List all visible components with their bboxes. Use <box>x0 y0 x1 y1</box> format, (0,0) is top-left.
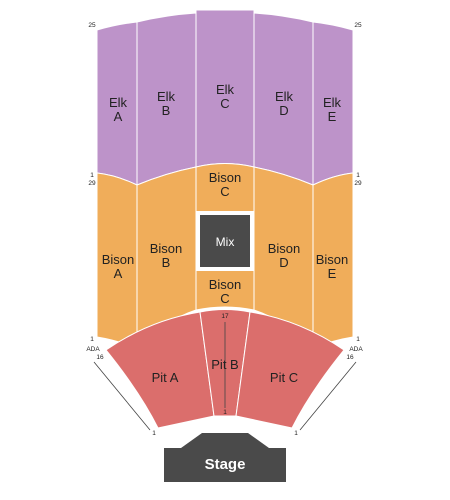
mix-label: Mix <box>216 235 235 249</box>
row-pit-right-bottom: 1 <box>294 430 298 437</box>
row-pit-right-top: 16 <box>346 354 354 361</box>
row-bison-right-bottom: 1 <box>356 336 360 343</box>
section-pit-c[interactable] <box>235 311 345 429</box>
stage-label: Stage <box>205 456 246 473</box>
row-ada-right: ADA <box>349 346 363 353</box>
row-bison-right-top: 29 <box>354 180 362 187</box>
stage[interactable] <box>164 433 286 482</box>
row-elk-left-top: 25 <box>88 22 96 29</box>
row-elk-right-top: 25 <box>354 22 362 29</box>
row-bison-left-top: 29 <box>88 180 96 187</box>
mix-box[interactable] <box>200 215 250 267</box>
row-pit-left-top: 16 <box>96 354 104 361</box>
row-bison-left-bottom: 1 <box>90 336 94 343</box>
label-pit-b: Pit B <box>211 357 238 372</box>
label-pit-a: Pit A <box>152 370 179 385</box>
row-pitb-bottom: 1 <box>223 409 227 416</box>
ada-line-left <box>93 361 151 431</box>
row-pitb-top: 17 <box>221 313 229 320</box>
row-ada-left: ADA <box>86 346 100 353</box>
row-pit-left-bottom: 1 <box>152 430 156 437</box>
row-elk-right-bottom: 1 <box>356 172 360 179</box>
ada-line-right <box>299 361 357 431</box>
row-elk-left-bottom: 1 <box>90 172 94 179</box>
label-pit-c: Pit C <box>270 370 298 385</box>
